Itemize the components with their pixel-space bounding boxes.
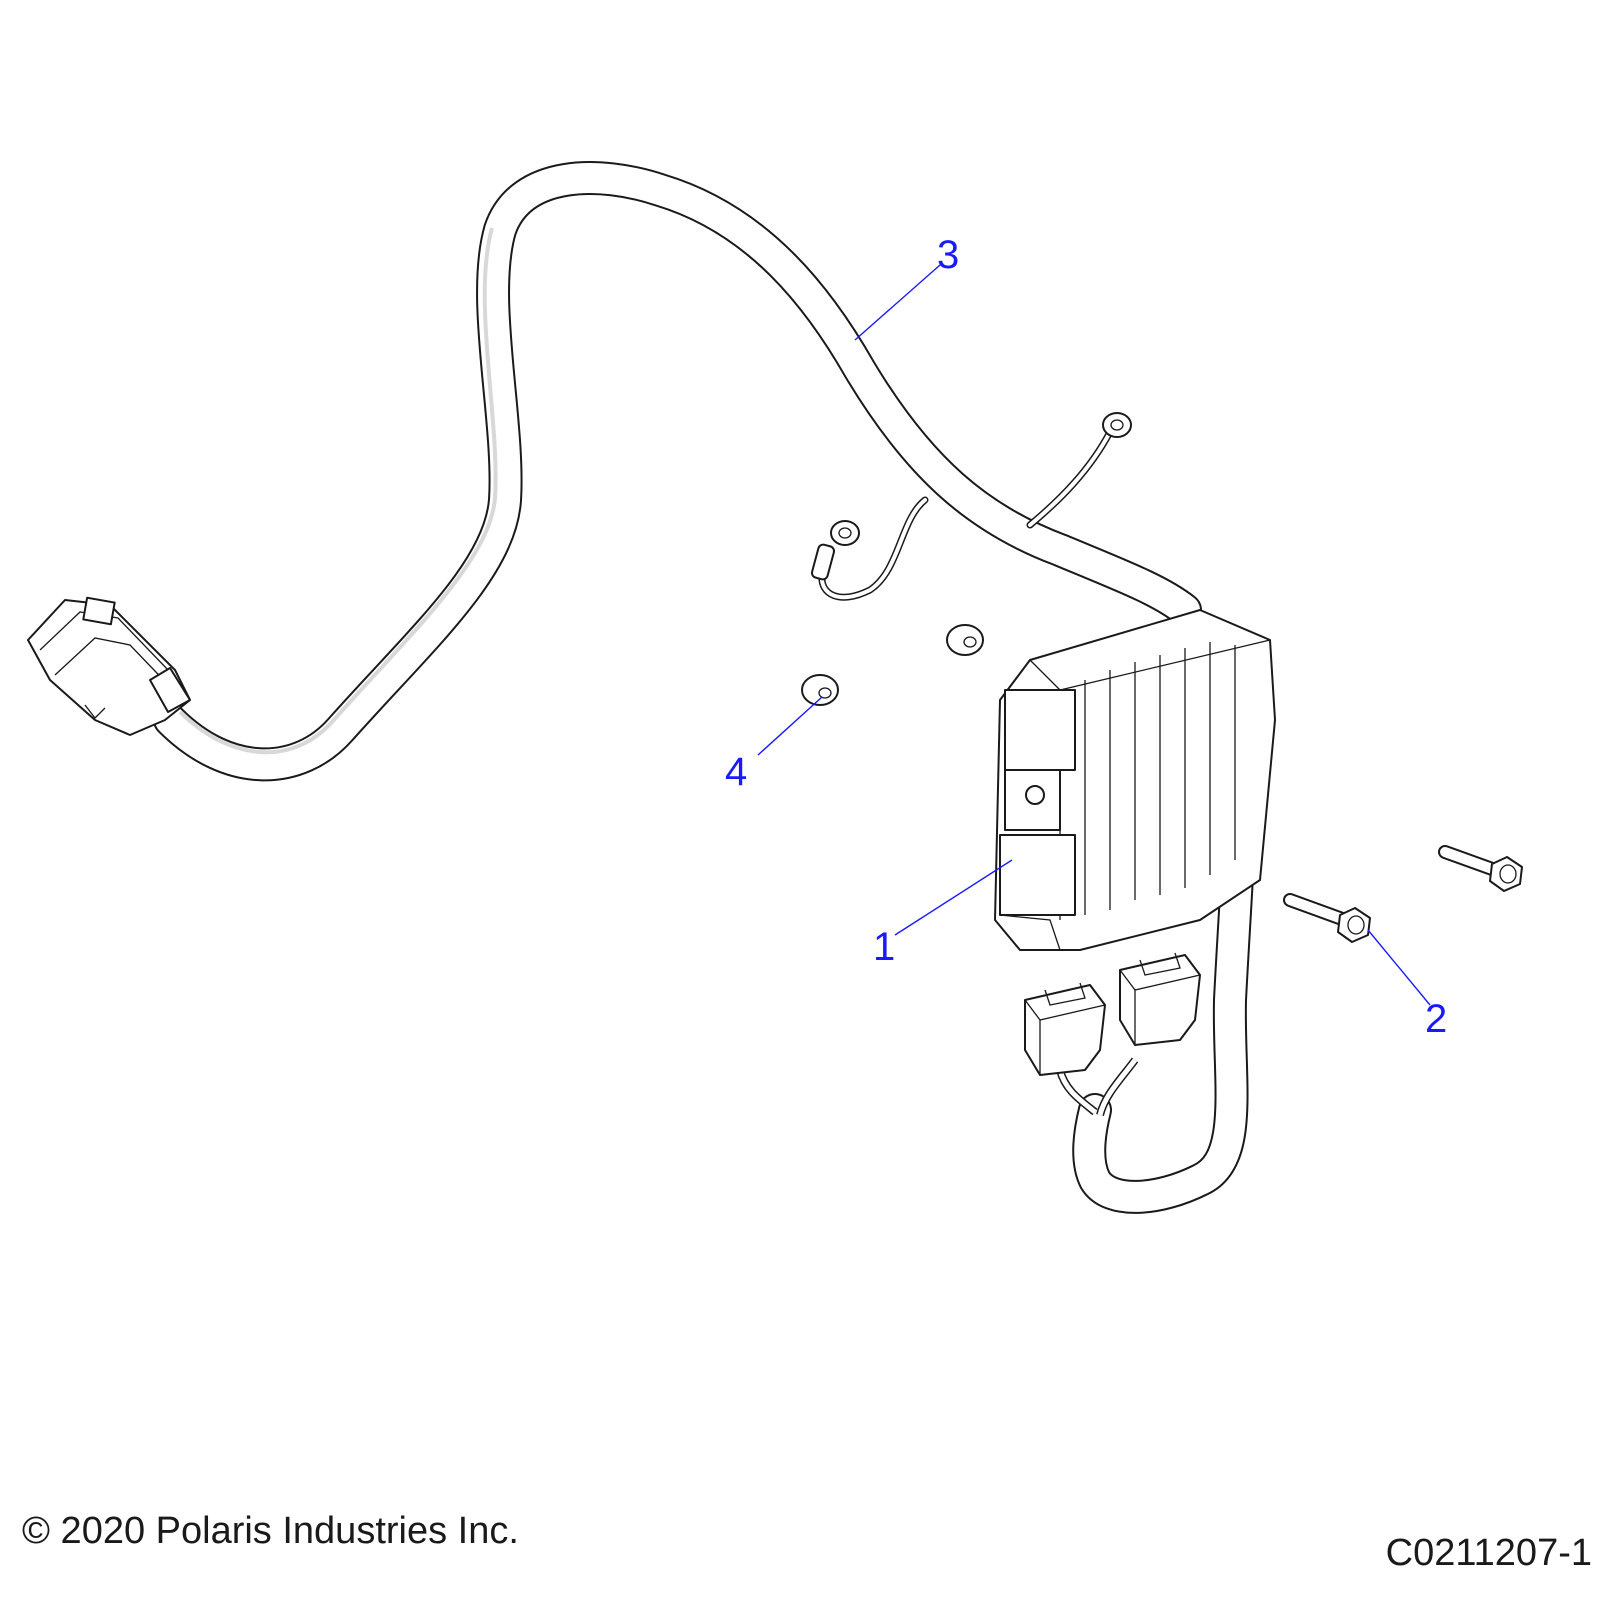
leader-line-3: [854, 264, 941, 341]
voltage-regulator[interactable]: [994, 609, 1276, 951]
callout-3: 3: [937, 233, 959, 277]
callout-4: 4: [725, 750, 747, 794]
grommet-upper[interactable]: [946, 624, 984, 656]
bolt-rear[interactable]: [1438, 845, 1523, 892]
callout-1: 1: [873, 925, 895, 969]
grommet-lower[interactable]: [801, 674, 839, 706]
leader-line-1: [894, 859, 1013, 936]
figure-code: C0211207-1: [1385, 1532, 1592, 1574]
callout-2: 2: [1425, 997, 1447, 1041]
copyright-notice: © 2020 Polaris Industries Inc.: [22, 1510, 519, 1552]
bolt-front[interactable]: [1283, 893, 1371, 943]
harness-connector-left: [27, 596, 191, 736]
regulator-plugs: [1024, 952, 1201, 1076]
leader-line-2: [1367, 929, 1431, 1006]
leader-line-4: [757, 696, 823, 756]
